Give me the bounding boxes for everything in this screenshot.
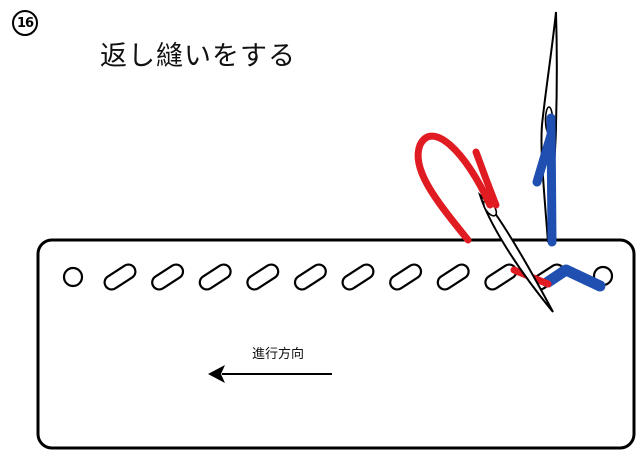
stitch-slot [436,263,470,291]
step-number-badge: 16 [12,10,38,36]
stitch-slot [198,263,232,291]
left-arrow-icon [208,365,332,383]
thread-blue-loop [532,113,557,247]
thread-blue-stitch [542,264,606,292]
stitch-hole [62,266,84,288]
stitch-slot [151,263,185,291]
stitch-slot [293,263,327,291]
stitch-slot [103,263,137,291]
stitch-slot [246,263,280,291]
leather-piece [36,238,636,450]
step-title: 返し縫いをする [100,41,296,72]
stitch-slot [389,263,423,291]
stitch-slot [341,263,375,291]
thread-red-loop [414,132,500,244]
step-number: 16 [16,15,34,31]
direction-label: 進行方向 [252,347,305,362]
